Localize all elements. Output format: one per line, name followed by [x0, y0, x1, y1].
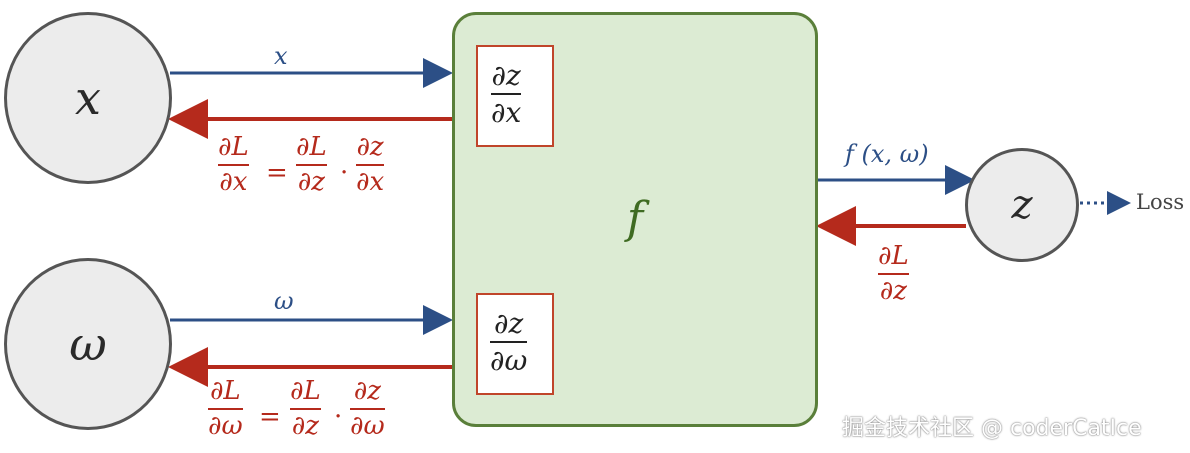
fraction-bar	[491, 93, 522, 96]
dL-dz-label: ∂L ∂z	[878, 241, 909, 307]
fraction-numerator: ∂L	[290, 376, 321, 406]
chain-x-equals: =	[266, 158, 288, 188]
fraction-denominator: ∂x	[356, 167, 385, 198]
fraction-denominator: ∂ω	[490, 344, 528, 378]
chain-x-lhs: ∂L ∂x	[218, 132, 249, 198]
loss-label: Loss	[1136, 190, 1185, 214]
chain-x-factor-b: ∂z ∂x	[356, 132, 385, 198]
chain-w-factor-a: ∂L ∂z	[290, 376, 321, 442]
z-node-label: z	[1011, 182, 1033, 228]
fraction-bar	[218, 164, 249, 167]
omega-forward-label: ω	[274, 287, 294, 315]
output-forward-label: f (x, ω)	[845, 140, 929, 168]
fraction-numerator: ∂z	[356, 132, 384, 162]
fraction-bar	[490, 341, 528, 344]
watermark: 掘金技术社区 @ coderCatIce	[842, 416, 1142, 441]
fraction-numerator: ∂z	[491, 59, 521, 92]
omega-node-label: ω	[69, 317, 107, 371]
chain-x-dot: ·	[340, 158, 349, 188]
fraction-numerator: ∂L	[878, 241, 909, 271]
fraction-denominator: ∂ω	[208, 411, 243, 442]
fraction-denominator: ∂x	[219, 167, 248, 198]
local-gradient-dz-dx: ∂z ∂x	[491, 59, 522, 130]
local-gradient-dz-dw-box: ∂z ∂ω	[476, 293, 554, 395]
fraction-denominator: ∂x	[491, 96, 522, 130]
local-gradient-dz-dw: ∂z ∂ω	[490, 307, 528, 378]
fraction-numerator: ∂z	[353, 376, 381, 406]
fraction-bar	[878, 273, 909, 276]
chain-w-dot: ·	[334, 402, 343, 432]
chain-w-factor-b: ∂z ∂ω	[350, 376, 385, 442]
fraction-denominator: ∂z	[879, 276, 907, 307]
omega-node: ω	[4, 258, 172, 430]
fraction-numerator: ∂L	[218, 132, 249, 162]
chain-x-factor-a: ∂L ∂z	[296, 132, 327, 198]
fraction-denominator: ∂z	[297, 167, 325, 198]
x-forward-label: x	[274, 42, 288, 70]
local-gradient-dz-dx-box: ∂z ∂x	[476, 45, 554, 147]
fraction-numerator: ∂L	[209, 376, 241, 406]
fraction-bar	[208, 408, 243, 411]
z-node: z	[965, 148, 1079, 262]
fraction-numerator: ∂L	[296, 132, 327, 162]
fraction-bar	[356, 164, 385, 167]
fraction-bar	[296, 164, 327, 167]
x-node: x	[4, 12, 172, 184]
fraction-denominator: ∂ω	[350, 411, 385, 442]
fraction-bar	[350, 408, 385, 411]
function-label: f	[626, 193, 644, 244]
chain-w-equals: =	[259, 402, 281, 432]
x-node-label: x	[75, 71, 101, 125]
fraction-bar	[290, 408, 321, 411]
chain-w-lhs: ∂L ∂ω	[208, 376, 243, 442]
fraction-denominator: ∂z	[291, 411, 319, 442]
fraction-numerator: ∂z	[494, 307, 524, 340]
